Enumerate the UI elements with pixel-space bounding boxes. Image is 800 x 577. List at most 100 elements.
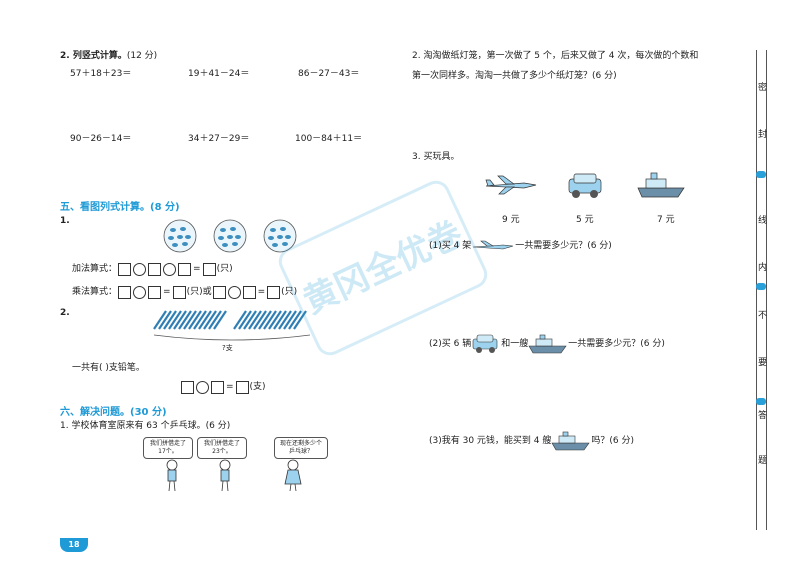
- section5-score: (8 分): [150, 202, 180, 213]
- mul-label: 乘法算式：: [72, 287, 118, 297]
- seal-char-6: 要: [758, 358, 768, 368]
- price-boat: 7 元: [657, 215, 675, 225]
- operator-circle[interactable]: [133, 285, 147, 299]
- price-car: 5 元: [576, 215, 594, 225]
- operator-circle[interactable]: [227, 285, 241, 299]
- seal-char-1: 密: [758, 83, 768, 93]
- seal-char-3: 线: [758, 216, 768, 226]
- calc-4: 90－26－14＝: [70, 134, 132, 144]
- sec5-p2-label: 2.: [60, 308, 70, 318]
- total-unit: (支): [249, 382, 266, 392]
- section6-score: (30 分): [130, 407, 167, 418]
- q2-heading: 2. 列竖式计算。(12 分): [60, 50, 157, 62]
- q3-sub2-post: 一共需要多少元？(6 分): [568, 339, 665, 349]
- r-q2-line2: 第一次同样多。淘淘一共做了多少个纸灯笼？(6 分): [412, 71, 617, 81]
- sec6-p1: 1. 学校体育室原来有 63 个乒乓球。(6 分): [60, 421, 231, 431]
- speech-bubble-3: 现在还剩多少个乒乓球？: [274, 437, 328, 459]
- operator-circle[interactable]: [163, 262, 177, 276]
- pencils-question: ?支: [222, 344, 233, 352]
- answer-box[interactable]: [242, 285, 256, 299]
- q2-title: 2. 列竖式计算。: [60, 51, 127, 61]
- bird-circle-1: [163, 219, 197, 253]
- brace: [153, 334, 311, 341]
- seal-dot: [756, 171, 766, 178]
- answer-box[interactable]: [181, 380, 194, 394]
- pencil-group-1: [153, 310, 227, 330]
- answer-box[interactable]: [202, 262, 216, 276]
- child-2: [219, 459, 231, 492]
- speech-bubble-1: 我们拼借走了17个。: [143, 437, 193, 459]
- q3-sub1-post: 一共需要多少元？(6 分): [515, 241, 612, 251]
- bird-circle-3: [263, 219, 297, 253]
- mul-unit-2: (只): [281, 287, 298, 297]
- car-icon-small: [472, 334, 498, 353]
- page-number: 18: [60, 538, 88, 552]
- q3-sub1-pre: (1)买 4 架: [429, 241, 472, 251]
- answer-box[interactable]: [211, 380, 224, 394]
- price-airplane: 9 元: [502, 215, 520, 225]
- answer-box[interactable]: [148, 285, 162, 299]
- q2-score: (12 分): [126, 51, 158, 61]
- answer-box[interactable]: [172, 285, 186, 299]
- add-formula: 加法算式： = (只): [72, 262, 233, 276]
- q3-sub2-mid: 和一艘: [501, 339, 529, 349]
- boat-icon: [637, 172, 685, 198]
- section5-heading: 五、看图列式计算。(8 分): [60, 198, 180, 213]
- sec5-p1-label: 1.: [60, 216, 70, 226]
- seal-dot: [756, 283, 766, 290]
- seal-line-right: [766, 50, 767, 530]
- section5-title: 五、看图列式计算。: [60, 202, 150, 213]
- answer-box[interactable]: [235, 380, 249, 394]
- section6-title: 六、解决问题。: [60, 407, 130, 418]
- section6-heading: 六、解决问题。(30 分): [60, 403, 167, 418]
- airplane-icon-small: [473, 240, 514, 250]
- q3-sub3-post: 吗？(6 分): [591, 436, 634, 446]
- total-formula: = (支): [180, 380, 266, 394]
- seal-char-4: 内: [758, 263, 768, 273]
- speech-bubble-2: 我们拼借走了23个。: [197, 437, 247, 459]
- boat-icon-small: [551, 431, 590, 451]
- q3-sub2-pre: (2)买 6 辆: [429, 339, 472, 349]
- seal-char-5: 不: [758, 311, 768, 321]
- child-3: [284, 459, 302, 492]
- q3-sub1: (1)买 4 架 一共需要多少元？(6 分): [429, 239, 612, 253]
- airplane-icon: [485, 175, 537, 195]
- operator-circle[interactable]: [196, 380, 209, 394]
- seal-dot: [756, 398, 766, 405]
- children-figure: [166, 459, 302, 492]
- bird-circle-2: [213, 219, 247, 253]
- calc-3: 86－27－43＝: [298, 69, 360, 79]
- calc-5: 34＋27－29＝: [188, 134, 250, 144]
- seal-char-2: 封: [758, 130, 768, 140]
- calc-2: 19＋41－24＝: [188, 69, 250, 79]
- answer-box[interactable]: [148, 262, 162, 276]
- seal-line-left: [756, 50, 757, 530]
- answer-box[interactable]: [118, 285, 132, 299]
- calc-1: 57＋18＋23＝: [70, 69, 132, 79]
- r-q2-text1: 2. 淘淘做纸灯笼，第一次做了 5 个，后来又做了 4 次，每次做的个数和: [412, 51, 699, 61]
- child-1: [166, 459, 178, 492]
- seal-char-7: 答: [758, 411, 768, 421]
- total-sentence: 一共有( )支铅笔。: [72, 363, 145, 373]
- operator-circle[interactable]: [133, 262, 147, 276]
- q3-sub3-pre: (3)我有 30 元钱，能买到 4 艘: [429, 436, 552, 446]
- r-q2-line1: 2. 淘淘做纸灯笼，第一次做了 5 个，后来又做了 4 次，每次做的个数和: [412, 50, 698, 62]
- q3-sub2: (2)买 6 辆 和一艘 一共需要多少元？(6 分): [429, 333, 665, 355]
- pencils-figure: [153, 310, 311, 341]
- seal-char-8: 题: [758, 456, 768, 466]
- mul-unit-1: (只)或: [186, 287, 212, 297]
- boat-icon-small: [528, 334, 567, 354]
- add-unit: (只): [216, 264, 233, 274]
- pencil-group-2: [233, 310, 307, 330]
- answer-box[interactable]: [267, 285, 281, 299]
- add-label: 加法算式：: [72, 264, 118, 274]
- mul-formula: 乘法算式： = (只)或 = (只): [72, 285, 298, 299]
- q3-sub3: (3)我有 30 元钱，能买到 4 艘 吗？(6 分): [429, 429, 634, 453]
- calc-6: 100－84＋11＝: [295, 134, 363, 144]
- bird-groups-figure: [163, 219, 297, 253]
- answer-box[interactable]: [178, 262, 192, 276]
- r-q3-title: 3. 买玩具。: [412, 152, 460, 162]
- answer-box[interactable]: [118, 262, 132, 276]
- answer-box[interactable]: [212, 285, 226, 299]
- car-icon: [568, 173, 602, 198]
